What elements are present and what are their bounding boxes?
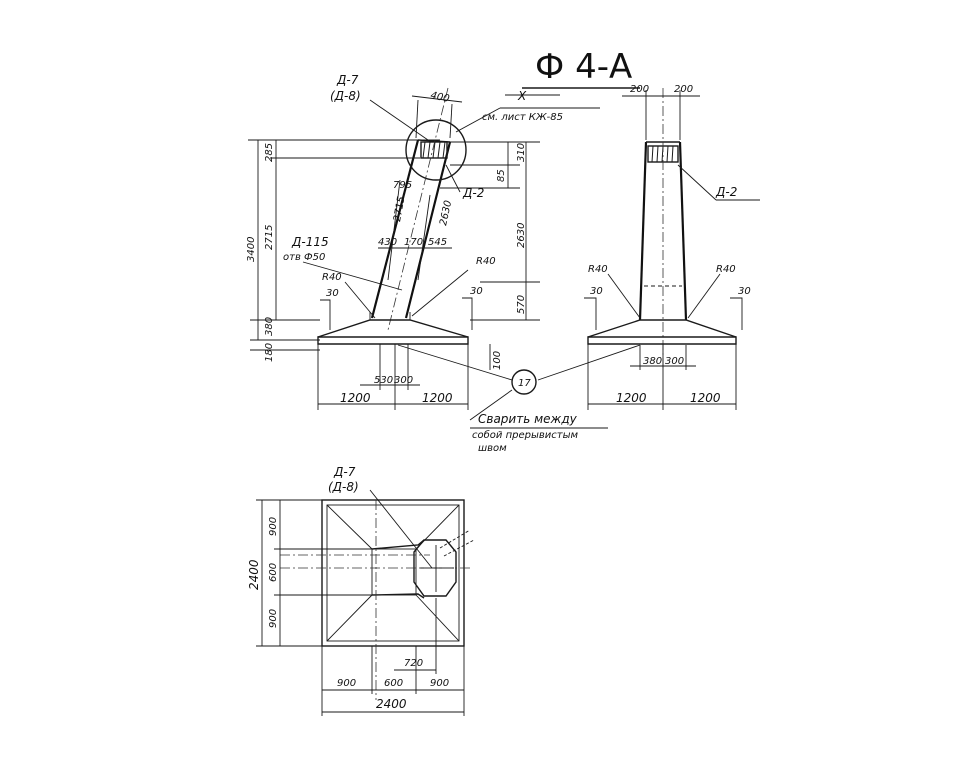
side-dim-30-right: 30 (738, 286, 751, 297)
side-r40-right: R40 (716, 264, 736, 275)
side-view (584, 88, 760, 410)
plan-outer (321, 499, 465, 647)
side-dim-380: 380 (643, 356, 662, 367)
plan-dim-900-bot: 900 (268, 609, 279, 628)
front-dim-170: 170 (404, 237, 423, 248)
column-cap-box (420, 141, 448, 159)
front-dim-100: 100 (492, 351, 503, 370)
column-right-edge (404, 141, 452, 319)
front-dim-530: 530 (374, 375, 393, 386)
front-dim-180: 180 (264, 343, 275, 362)
front-dim-380: 380 (264, 317, 275, 336)
front-r40-left: R40 (322, 272, 342, 283)
plan-column-bottom (371, 593, 425, 599)
front-dim-430: 430 (378, 237, 397, 248)
front-dim-30-left: 30 (326, 288, 339, 299)
front-dim-2630: 2630 (516, 223, 527, 248)
front-view (248, 87, 641, 429)
callout-number: 17 (518, 378, 531, 389)
front-dim-310: 310 (516, 143, 527, 162)
front-dim-3400: 3400 (246, 237, 257, 262)
front-dim-300: 300 (394, 375, 413, 386)
drawing-title: Ф 4-А (535, 47, 632, 87)
side-dim-200-right: 200 (674, 84, 693, 95)
base-slab (317, 336, 469, 345)
front-dim-30-right: 30 (470, 286, 483, 297)
side-base-slope (587, 319, 737, 338)
column-left-edge (370, 139, 420, 319)
side-column-right (678, 141, 688, 321)
front-dim-2715-inner: 2715 (392, 196, 407, 223)
plan-dim-900-top: 900 (268, 517, 279, 536)
side-column-left (638, 141, 648, 321)
detail-circle (405, 119, 467, 181)
side-dim-300: 300 (665, 356, 684, 367)
plan-dim-600-center: 600 (384, 678, 403, 689)
side-base-slab (587, 336, 737, 345)
front-section-ref: X (517, 89, 527, 103)
front-dim-795: 795 (393, 180, 412, 191)
side-dim-30-left: 30 (590, 286, 603, 297)
front-dim-1200-right: 1200 (422, 391, 453, 405)
side-dim-1200-right: 1200 (690, 391, 721, 405)
callout-circle (511, 369, 537, 395)
side-mark-d2: Д-2 (715, 185, 737, 199)
front-mark-d115: Д-115 (291, 235, 329, 249)
plan-mark-d8: (Д-8) (328, 480, 359, 494)
plan-dim-600-mid: 600 (268, 563, 279, 582)
weld-note-line1: Сварить между (478, 412, 578, 426)
plan-view (256, 489, 475, 716)
plan-center (371, 548, 417, 596)
front-dim-400: 400 (429, 90, 450, 105)
side-r40-left: R40 (588, 264, 608, 275)
plan-dim-2400-h: 2400 (376, 697, 407, 711)
side-dim-1200-left: 1200 (616, 391, 647, 405)
plan-dim-900-right: 900 (430, 678, 449, 689)
weld-note-line2: собой прерывистым (472, 429, 578, 441)
front-dim-1200-left: 1200 (340, 391, 371, 405)
front-dim-570: 570 (516, 295, 527, 314)
front-sheet-ref: см. лист КЖ-85 (482, 112, 563, 123)
plan-inner (326, 504, 460, 642)
front-dim-545: 545 (428, 237, 447, 248)
front-mark-d7: Д-7 (336, 73, 359, 87)
plan-mark-d7: Д-7 (333, 465, 356, 479)
front-hole: отв Ф50 (283, 252, 325, 263)
front-dim-2630-inner: 2630 (438, 199, 454, 226)
base-slope (317, 319, 469, 338)
column-axis (387, 87, 449, 331)
front-mark-d2: Д-2 (462, 186, 484, 200)
front-dim-285: 285 (264, 143, 275, 162)
plan-dim-2400-v: 2400 (247, 559, 261, 590)
front-dim-2715: 2715 (264, 225, 275, 250)
front-mark-d8: (Д-8) (330, 89, 361, 103)
plan-octagon (413, 539, 457, 597)
front-r40-right: R40 (476, 256, 496, 267)
plan-dim-900-left: 900 (337, 678, 356, 689)
plan-dim-720: 720 (404, 658, 423, 669)
weld-note-line3: швом (478, 443, 507, 454)
front-dim-85: 85 (496, 169, 507, 182)
side-dim-200-left: 200 (630, 84, 649, 95)
